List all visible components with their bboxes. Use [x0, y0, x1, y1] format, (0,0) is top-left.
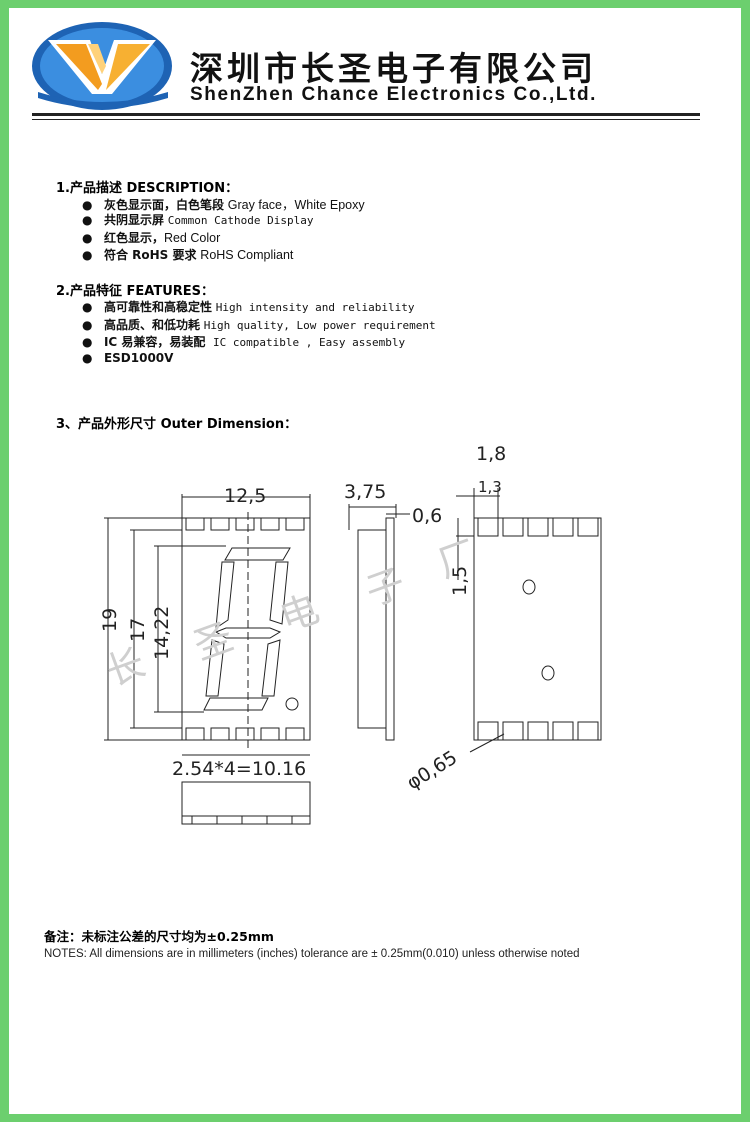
- dim-side-height: 1,8: [476, 443, 506, 465]
- section-features-title: 2.产品特征 FEATURES：: [56, 284, 214, 299]
- dim-offset: 1,5: [449, 566, 471, 596]
- dim-pad: 1,3: [478, 478, 502, 496]
- front-top-pins: [185, 517, 305, 531]
- bottom-view-body: [181, 781, 311, 825]
- list-item: ● ESD1000V: [82, 351, 174, 365]
- list-item: ● 红色显示，Red Color: [82, 231, 221, 245]
- front-bottom-pins: [185, 727, 305, 741]
- header-rule-thin: [32, 119, 700, 120]
- rear-top-pads: [477, 517, 599, 537]
- rear-view-body: [473, 517, 602, 741]
- dim-digit-height: 14,22: [151, 606, 173, 660]
- dim-thickness: 3,75: [344, 481, 386, 503]
- document-sheet: [9, 8, 741, 1114]
- header-rule: [32, 113, 700, 116]
- list-item: ● 高品质、和低功耗 High quality, Low power requi…: [82, 318, 436, 332]
- rear-bottom-pads: [477, 721, 599, 741]
- dim-pitch: 2.54*4=10.16: [172, 758, 306, 780]
- dim-height: 19: [99, 608, 121, 632]
- svg-text:子: 子: [360, 560, 411, 614]
- note-cn: 备注：未标注公差的尺寸均为±0.25mm: [44, 929, 274, 944]
- list-item: ● 灰色显示面，白色笔段 Gray face，White Epoxy: [82, 198, 365, 212]
- dim-lead: 0,6: [412, 505, 442, 527]
- list-item: ● 高可靠性和高稳定性 High intensity and reliabili…: [82, 300, 415, 314]
- list-item: ● 符合 RoHS 要求 RoHS Compliant: [82, 248, 294, 262]
- dim-inner-height: 17: [127, 618, 149, 642]
- list-item: ● IC 易兼容，易装配 IC compatible , Easy assemb…: [82, 335, 406, 349]
- note-en: NOTES: All dimensions are in millimeters…: [44, 948, 580, 960]
- section-description-title: 1.产品描述 DESCRIPTION：: [56, 181, 239, 196]
- dim-width: 12,5: [224, 485, 266, 507]
- svg-text:圣: 圣: [188, 614, 239, 668]
- company-name-cn: 深圳市长圣电子有限公司: [190, 49, 597, 88]
- svg-text:电: 电: [274, 586, 325, 640]
- list-item: ● 共阴显示屏 Common Cathode Display: [82, 213, 314, 227]
- company-name-en: ShenZhen Chance Electronics Co.,Ltd.: [190, 84, 598, 105]
- seven-segment-outline: [203, 547, 299, 711]
- svg-text:厂: 厂: [432, 532, 483, 586]
- company-logo: [32, 22, 172, 110]
- section-dimension-title: 3、产品外形尺寸 Outer Dimension：: [56, 417, 298, 432]
- watermark: 长 圣 电 子 厂: [100, 532, 483, 694]
- dim-hole: φ0,65: [403, 747, 461, 795]
- side-view-body: [357, 529, 387, 729]
